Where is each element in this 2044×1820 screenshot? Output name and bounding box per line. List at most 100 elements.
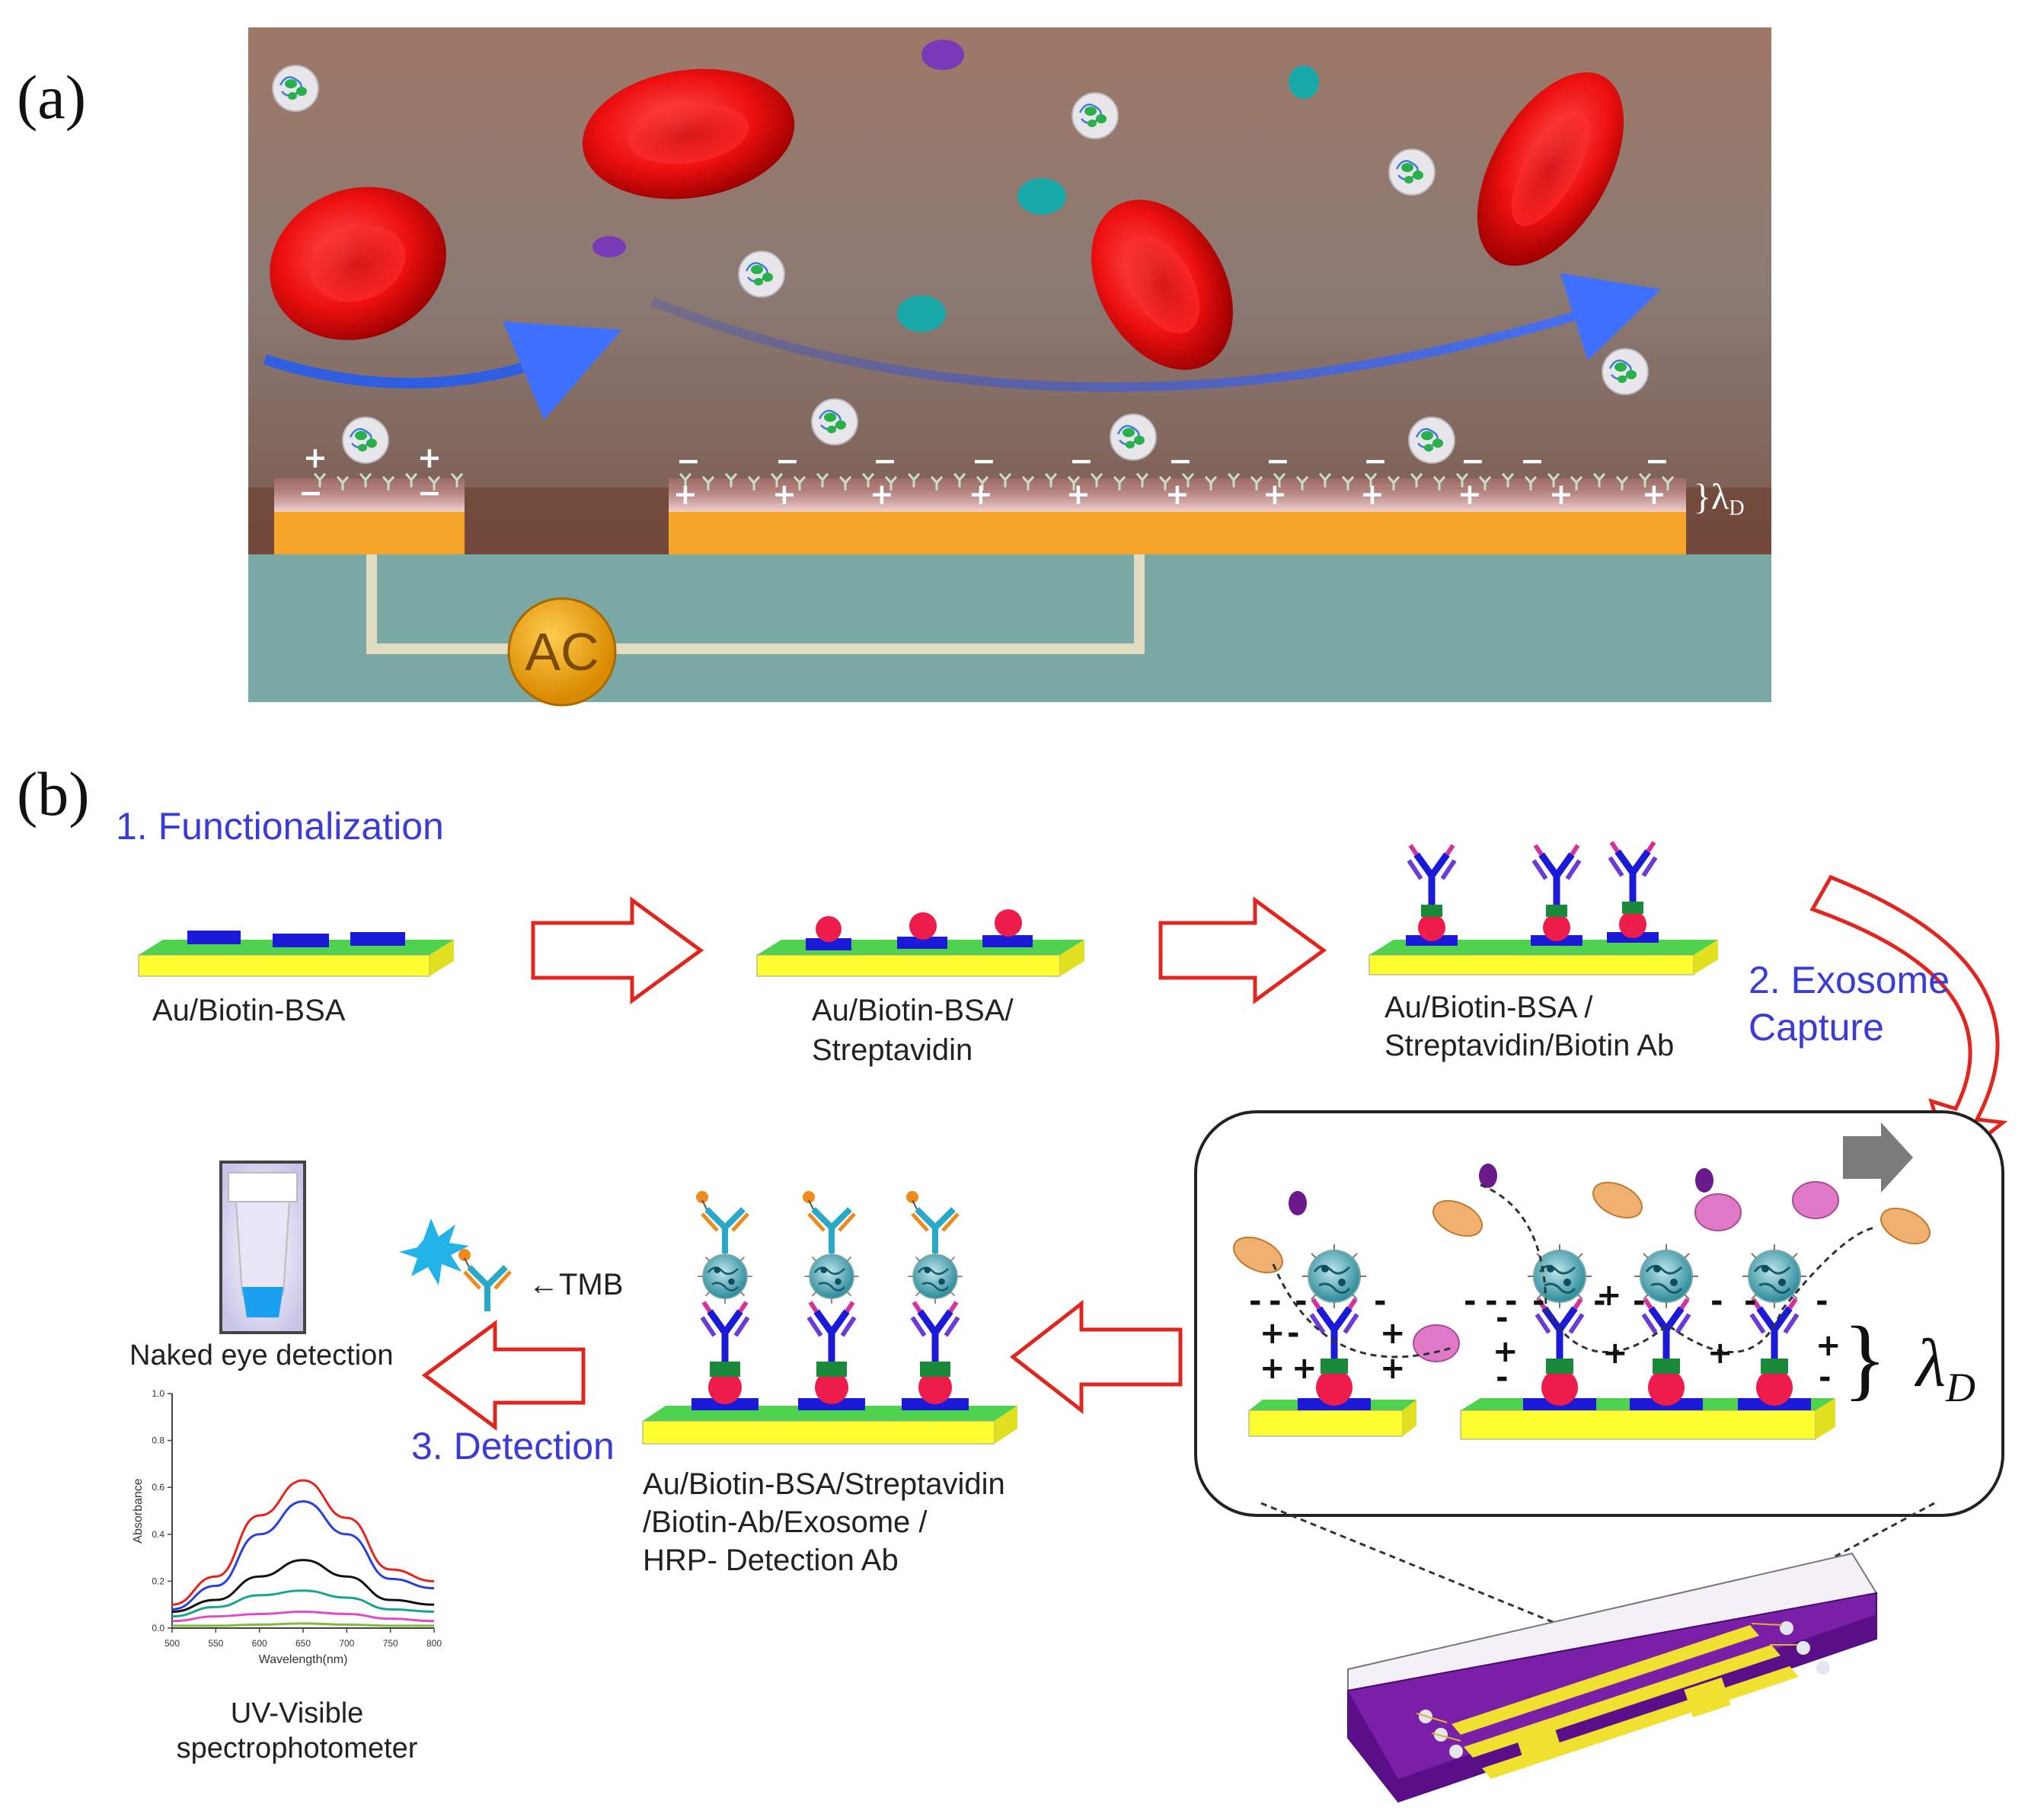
svg-text:-: - [1496, 1301, 1509, 1336]
exosome-particle [271, 64, 320, 113]
svg-text:-: - [1374, 1284, 1387, 1319]
chip3-label-line2: Streptavidin/Biotin Ab [1384, 1029, 1674, 1062]
svg-text:+: + [1602, 1336, 1628, 1371]
tube-photo [219, 1161, 306, 1334]
svg-text:−: − [1266, 444, 1290, 477]
red-blood-cell [1477, 72, 1624, 267]
uv-label-line1: UV-Visible [231, 1697, 364, 1729]
exosome-particle [1109, 413, 1158, 461]
svg-text:−: − [417, 476, 442, 509]
svg-text:+: + [1360, 477, 1384, 511]
platelet-particle [897, 295, 946, 332]
debye-length-label: }λD [1694, 477, 1745, 520]
svg-text:+: + [1263, 477, 1287, 511]
y-tick-label: 0.0 [152, 1623, 164, 1633]
svg-text:-: - [1633, 1284, 1646, 1319]
step-exosome-capture-line2: Capture [1749, 1006, 1884, 1049]
exosome-particle [810, 398, 859, 446]
protein-particle [921, 40, 964, 70]
exosome-particle [341, 416, 390, 465]
svg-text:−: − [1168, 444, 1193, 477]
svg-text:-: - [1269, 1284, 1282, 1319]
panel-b-label: (b) [17, 759, 90, 829]
absorbance-series-line [171, 1589, 435, 1618]
svg-text:-: - [1819, 1360, 1832, 1395]
y-tick-label: 0.6 [152, 1482, 164, 1493]
x-tick-label: 600 [252, 1638, 267, 1649]
svg-text:+: + [1549, 477, 1573, 511]
electrode-left [274, 510, 465, 554]
chip-detection [642, 1191, 1017, 1445]
debye-length-label-b: λD [1914, 1326, 1975, 1410]
flow-arrow [263, 321, 622, 420]
capture-detail-box: ---- +-+ +++ --------- -+ ++++ -- } λD [1194, 1110, 2004, 1517]
svg-text:−: − [873, 444, 897, 477]
ac-source-icon [507, 597, 617, 707]
svg-text:+: + [303, 441, 327, 474]
red-blood-cell [270, 187, 446, 340]
y-tick-label: 1.0 [152, 1388, 164, 1399]
svg-text:−: − [1520, 444, 1544, 477]
svg-text:-: - [1593, 1284, 1606, 1319]
tmb-label: ←TMB [529, 1268, 623, 1301]
chip4-label-line3: HRP- Detection Ab [643, 1544, 899, 1577]
svg-text:+: + [1816, 1328, 1841, 1363]
substrate [248, 554, 1771, 702]
chip3-label-line1: Au/Biotin-BSA / [1384, 991, 1593, 1024]
circuit-wire [366, 554, 1145, 654]
flow-arrow [650, 273, 1662, 392]
chip4-label-line2: /Biotin-Ab/Exosome / [643, 1505, 928, 1539]
platelet-particle [1017, 178, 1066, 215]
svg-text:-: - [1744, 1284, 1757, 1319]
zoom-line [1260, 1502, 1598, 1642]
absorbance-series-line [171, 1500, 435, 1611]
chip2-label-line2: Streptavidin [812, 1033, 972, 1067]
svg-text:+: + [1066, 477, 1091, 511]
y-tick-label: 0.2 [152, 1576, 164, 1586]
x-tick-label: 800 [426, 1638, 442, 1649]
y-tick-label: 0.4 [152, 1529, 164, 1540]
chip-streptavidin [756, 909, 1084, 977]
x-axis-label: Wavelength(nm) [259, 1653, 348, 1666]
naked-eye-label: Naked eye detection [129, 1339, 393, 1371]
absorbance-series-line [171, 1610, 435, 1623]
svg-text:+: + [673, 477, 698, 511]
svg-text:−: − [1363, 444, 1388, 477]
exosome-particle [1388, 148, 1436, 196]
x-tick-label: 750 [383, 1638, 398, 1649]
svg-text:+: + [870, 477, 894, 511]
svg-text:-: - [1816, 1284, 1828, 1319]
x-tick-label: 550 [208, 1638, 223, 1649]
x-tick-label: 700 [339, 1638, 354, 1649]
exosome-particle [1601, 347, 1650, 396]
svg-text:+: + [1458, 477, 1482, 511]
protein-particle [592, 236, 626, 257]
svg-text:+: + [1260, 1316, 1285, 1351]
platelet-particle [1289, 65, 1319, 99]
step-exosome-capture-line1: 2. Exosome [1749, 959, 1950, 1001]
svg-text:+: + [969, 477, 993, 511]
exosome-particle [1407, 416, 1456, 465]
svg-text:−: − [972, 444, 996, 477]
y-axis-label: Absorbance [132, 1478, 145, 1543]
svg-text:+: + [772, 477, 797, 511]
red-blood-cell [1091, 200, 1233, 370]
svg-text:-: - [1295, 1284, 1308, 1319]
svg-text:-: - [1496, 1360, 1509, 1395]
svg-text:+: + [1260, 1351, 1285, 1386]
chart-axes [171, 1394, 434, 1629]
absorbance-series-line [172, 1622, 434, 1627]
tmb-reaction-icon [399, 1218, 510, 1311]
step-detection: 3. Detection [411, 1425, 615, 1467]
svg-text:+: + [417, 441, 442, 474]
svg-text:−: − [1645, 444, 1669, 477]
svg-text:+: + [1707, 1336, 1733, 1371]
electrode-right [669, 510, 1686, 554]
chip1-label: Au/Biotin-BSA [152, 994, 346, 1027]
svg-text:−: − [775, 444, 800, 477]
chip-au-biotin-bsa [138, 931, 454, 977]
svg-text:−: − [299, 476, 323, 509]
svg-text:-: - [1505, 1284, 1518, 1319]
svg-text:+: + [1493, 1334, 1519, 1369]
